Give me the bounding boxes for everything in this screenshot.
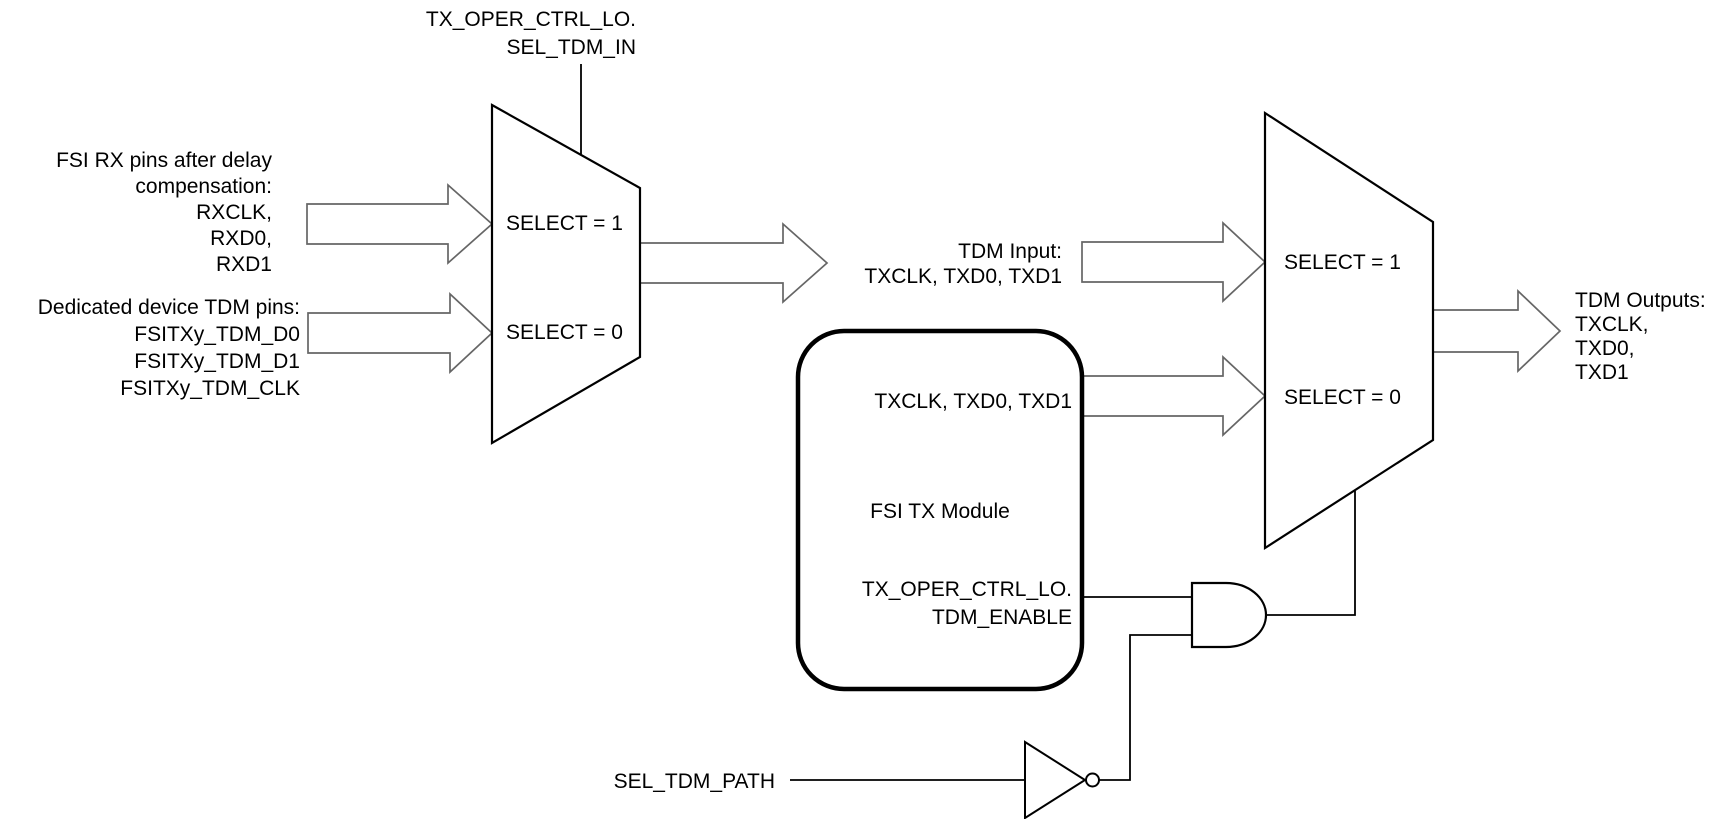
- and-gate-bottom-input-wire: [1099, 634, 1192, 781]
- label-line: SEL_TDM_IN: [506, 36, 636, 59]
- tdm-pins-arrow: [307, 292, 494, 374]
- label-line: RXCLK,: [196, 201, 272, 224]
- rx-pins-label: FSI RX pins after delay compensation: RX…: [56, 148, 272, 278]
- label-line: TDM Outputs:: [1575, 289, 1706, 312]
- label-line: compensation:: [135, 175, 272, 198]
- tdm-outputs-label: TDM Outputs: TXCLK, TXD0, TXD1: [1575, 289, 1706, 385]
- label-line: FSITXy_TDM_D0: [134, 323, 300, 346]
- and-gate: [1190, 581, 1268, 649]
- gates: [1024, 581, 1268, 819]
- label-line: FSI RX pins after delay: [56, 149, 272, 172]
- label-line: TX_OPER_CTRL_LO.: [861, 578, 1072, 601]
- label-line: TDM Input:: [958, 240, 1062, 263]
- label-line: FSITXy_TDM_D1: [134, 350, 300, 373]
- module-tdm-enable-label: TX_OPER_CTRL_LO. TDM_ENABLE: [862, 576, 1072, 632]
- mux-right-shape: [1263, 110, 1435, 551]
- mux-right-select0-label: SELECT = 0: [1284, 386, 1401, 409]
- mux-left-output-arrow: [639, 222, 829, 304]
- module-name-label: FSI TX Module: [870, 500, 1010, 523]
- block-arrows: [306, 183, 1562, 437]
- wires: [580, 64, 1356, 781]
- module-output-pins-label: TXCLK, TXD0, TXD1: [874, 390, 1072, 413]
- module-output-arrow: [1081, 355, 1267, 437]
- label-line: Dedicated device TDM pins:: [37, 296, 300, 319]
- mux-left-select1-label: SELECT = 1: [506, 212, 623, 235]
- label-line: TDM_ENABLE: [931, 606, 1072, 629]
- mux-right-select1-label: SELECT = 1: [1284, 251, 1401, 274]
- label-line: TXCLK, TXD0, TXD1: [864, 265, 1062, 288]
- tdm-input-arrow: [1081, 221, 1267, 303]
- fsi-tx-module-shape: [795, 328, 1085, 692]
- tdm-pins-label: Dedicated device TDM pins: FSITXy_TDM_D0…: [38, 294, 300, 402]
- label-line: TXCLK,: [1575, 313, 1649, 336]
- mux-left-select-label: TX_OPER_CTRL_LO. SEL_TDM_IN: [426, 6, 636, 62]
- mux-right-select-wire: [1266, 491, 1356, 616]
- tdm-outputs-arrow: [1432, 289, 1562, 373]
- sel-tdm-path-label: SEL_TDM_PATH: [613, 770, 775, 793]
- not-gate: [1024, 740, 1087, 819]
- label-line: FSITXy_TDM_CLK: [120, 377, 300, 400]
- not-gate-bubble: [1085, 772, 1100, 788]
- label-line: RXD0,: [210, 227, 272, 250]
- label-line: TXD0,: [1575, 337, 1635, 360]
- mux-left-shape: [490, 103, 642, 445]
- mux-left-select0-label: SELECT = 0: [506, 321, 623, 344]
- label-line: RXD1: [215, 253, 272, 276]
- rx-pins-arrow: [306, 183, 494, 265]
- label-line: TXD1: [1575, 361, 1629, 384]
- label-line: TX_OPER_CTRL_LO.: [425, 8, 636, 31]
- tdm-input-label: TDM Input: TXCLK, TXD0, TXD1: [864, 239, 1062, 289]
